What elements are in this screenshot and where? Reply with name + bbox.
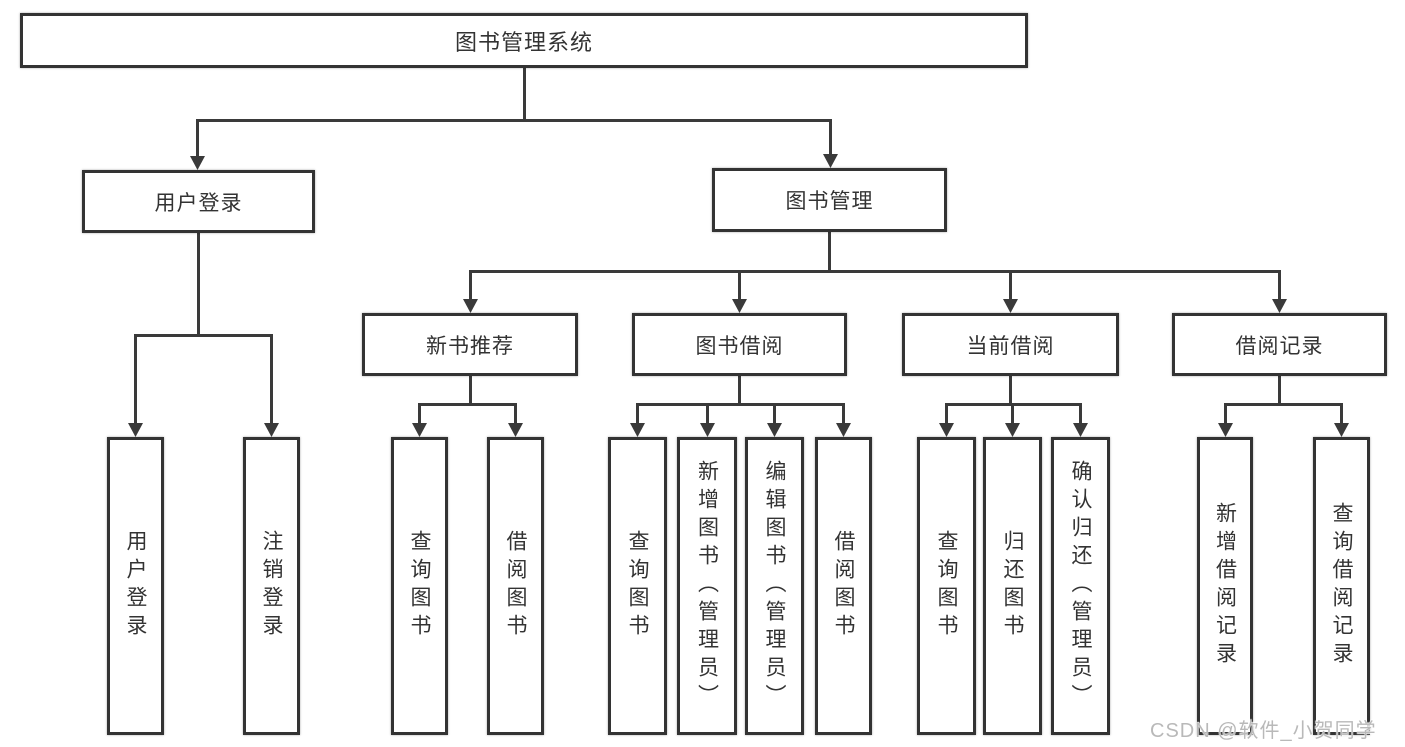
node-leaf-bb-edit-book-admin-label: 编辑图书（管理员） [763,460,786,712]
node-leaf-bb-borrow-book: 借阅图书 [815,437,872,735]
node-leaf-bb-borrow-book-label: 借阅图书 [832,530,855,642]
node-leaf-bb-edit-book-admin: 编辑图书（管理员） [745,437,804,735]
node-current-borrow: 当前借阅 [902,313,1119,376]
node-leaf-nb-query-book: 查询图书 [391,437,448,735]
csdn-watermark: CSDN @软件_小贺同学 [1150,720,1377,742]
node-leaf-br-add-record-label: 新增借阅记录 [1213,502,1237,670]
node-leaf-br-query-record: 查询借阅记录 [1313,437,1370,735]
node-leaf-cb-query-book-label: 查询图书 [935,530,958,642]
node-leaf-user-login: 用户登录 [107,437,164,735]
node-new-book-recommend-label: 新书推荐 [426,334,514,358]
node-leaf-br-add-record: 新增借阅记录 [1197,437,1253,735]
node-leaf-br-query-record-label: 查询借阅记录 [1330,502,1353,670]
node-root: 图书管理系统 [20,13,1028,68]
node-borrow-records-label: 借阅记录 [1235,334,1324,358]
node-leaf-bb-query-book: 查询图书 [608,437,667,735]
node-current-borrow-label: 当前借阅 [966,334,1055,358]
node-leaf-bb-add-book-admin-label: 新增图书（管理员） [695,460,719,712]
node-leaf-cb-confirm-return-admin: 确认归还（管理员） [1051,437,1110,735]
node-leaf-cb-return-book-label: 归还图书 [1001,530,1024,642]
node-book-management: 图书管理 [712,168,947,232]
node-user-login: 用户登录 [82,170,315,233]
node-leaf-bb-add-book-admin: 新增图书（管理员） [677,437,737,735]
node-book-borrow-label: 图书借阅 [695,334,784,358]
node-leaf-logout: 注销登录 [243,437,300,735]
node-leaf-logout-label: 注销登录 [260,530,283,642]
node-leaf-cb-return-book: 归还图书 [983,437,1042,735]
node-borrow-records: 借阅记录 [1172,313,1387,376]
node-leaf-nb-borrow-book-label: 借阅图书 [504,530,527,642]
node-leaf-cb-query-book: 查询图书 [917,437,976,735]
node-root-label: 图书管理系统 [454,29,593,55]
node-leaf-cb-confirm-return-admin-label: 确认归还（管理员） [1069,460,1092,712]
node-book-management-label: 图书管理 [785,190,874,213]
node-new-book-recommend: 新书推荐 [362,313,578,376]
node-user-login-label: 用户登录 [154,191,243,215]
node-book-borrow: 图书借阅 [632,313,847,376]
node-leaf-nb-borrow-book: 借阅图书 [487,437,544,735]
node-leaf-nb-query-book-label: 查询图书 [408,530,431,642]
node-leaf-bb-query-book-label: 查询图书 [626,530,649,642]
node-leaf-user-login-label: 用户登录 [124,530,147,642]
